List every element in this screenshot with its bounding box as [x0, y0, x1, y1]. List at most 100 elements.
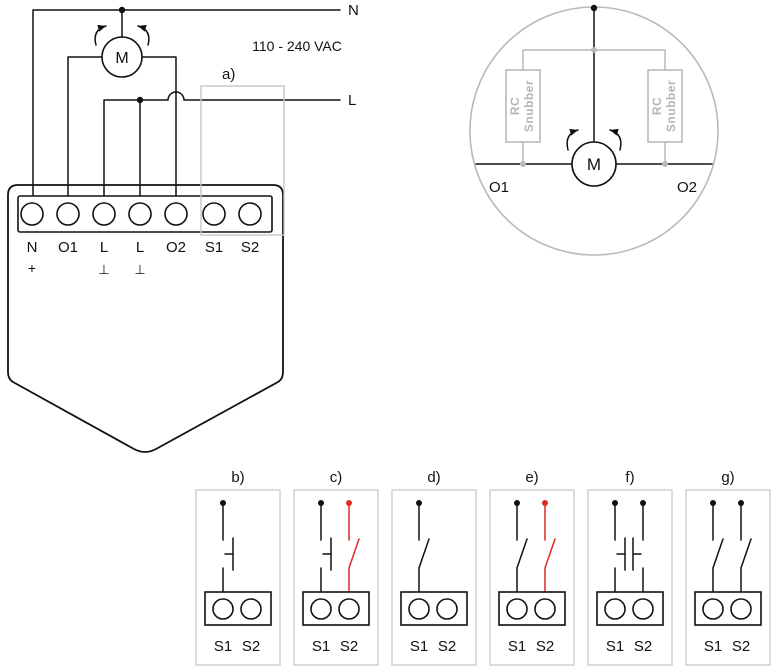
panel-label: b) [231, 469, 244, 486]
panel-frame [293, 489, 379, 666]
panel-label: e) [525, 469, 538, 486]
panel-label: d) [427, 469, 440, 486]
momentary-switch-symbol [616, 537, 626, 571]
switch-panel-c: c) S1 S2 [293, 469, 379, 666]
momentary-switch-symbol [322, 537, 332, 571]
terminal-s2 [338, 598, 360, 620]
snubber-left-connector [522, 49, 594, 164]
terminal-label-l2: L [136, 239, 144, 256]
s1-label: S1 [704, 638, 722, 655]
red-toggle-switch-symbol [348, 538, 360, 569]
rc-snubber-left-box [505, 69, 541, 143]
snubber-right-connector [594, 49, 666, 164]
terminal-s2 [534, 598, 556, 620]
terminal-s2 [632, 598, 654, 620]
snubber-common-dot [591, 47, 597, 53]
momentary-switch-symbol-2 [632, 537, 642, 571]
toggle-switch-symbol [712, 538, 724, 569]
terminal-s1 [212, 598, 234, 620]
switch-panel-b: b) S1 S2 [195, 469, 281, 666]
terminal-o1 [56, 202, 80, 226]
earth-symbol-1: ⊥ [98, 262, 109, 277]
s2-label: S2 [732, 638, 750, 655]
s1-label: S1 [410, 638, 428, 655]
terminal-s1 [506, 598, 528, 620]
rc-label: RC [650, 97, 664, 115]
s2-label: S2 [340, 638, 358, 655]
earth-symbol-2: ⊥ [134, 262, 145, 277]
motor-o2-wire [141, 56, 177, 197]
terminal-s2 [730, 598, 752, 620]
s1-label: S1 [508, 638, 526, 655]
terminal-l1 [92, 202, 116, 226]
terminal-s1 [310, 598, 332, 620]
panel-label: c) [330, 469, 343, 486]
motor-o1-wire [67, 56, 103, 197]
rotation-arrow-right-head [138, 24, 147, 32]
terminal-label-o1: O1 [58, 239, 78, 256]
motor-label: M [115, 50, 128, 67]
rc-label: RC [508, 97, 522, 115]
panel-frame [391, 489, 477, 666]
panel-frame [587, 489, 673, 666]
live-junction-dot [136, 96, 144, 104]
s2-label: S2 [634, 638, 652, 655]
switch-panel-g: g) S1 S2 [685, 469, 771, 666]
s2-label: S2 [438, 638, 456, 655]
terminal-label-n: N [27, 239, 38, 256]
detail-o2-label: O2 [677, 179, 697, 196]
s1-label: S1 [606, 638, 624, 655]
terminal-label-o2: O2 [166, 239, 186, 256]
s1-label: S1 [312, 638, 330, 655]
snubber-label: Snubber [664, 80, 678, 132]
detail-motor-symbol [571, 141, 617, 187]
snubber-left-dot [520, 161, 526, 167]
detail-rotation-arrow-left-head [569, 128, 578, 136]
detail-motor-label: M [587, 155, 601, 174]
terminal-s2 [238, 202, 262, 226]
panel-frame [685, 489, 771, 666]
rc-snubber-left-text: RC Snubber [508, 80, 536, 132]
toggle-switch-symbol [516, 538, 528, 569]
terminal-label-s2: S2 [241, 239, 259, 256]
section-a-label: a) [222, 66, 235, 83]
detail-top-dot [590, 4, 598, 12]
snubber-label: Snubber [522, 80, 536, 132]
rc-snubber-right-text: RC Snubber [650, 80, 678, 132]
motor-symbol [101, 36, 143, 78]
panel-frame [489, 489, 575, 666]
device-outline [7, 184, 284, 453]
terminal-s2 [436, 598, 458, 620]
snubber-right-dot [662, 161, 668, 167]
main-wiring-diagram: N M 110 - 240 VAC L a) N O1 L [7, 2, 359, 453]
motor-detail-diagram: RC Snubber RC Snubber M O1 O2 [469, 4, 719, 256]
rotation-arrow-left-head [97, 24, 106, 32]
terminal-s1 [408, 598, 430, 620]
panel-label: g) [721, 469, 734, 486]
toggle-switch-symbol-2 [740, 538, 752, 569]
terminal-n [20, 202, 44, 226]
switch-panel-d: d) S1 S2 [391, 469, 477, 666]
section-a-outline [200, 85, 285, 236]
terminal-s2 [240, 598, 262, 620]
toggle-switch-symbol [418, 538, 430, 569]
panel-frame [195, 489, 281, 666]
terminal-o2 [164, 202, 188, 226]
neutral-label: N [348, 2, 359, 19]
detail-rotation-arrow-right-head [610, 128, 619, 136]
neutral-symbol: + [28, 260, 36, 276]
neutral-line [32, 9, 341, 197]
live-line [103, 91, 341, 197]
s2-label: S2 [536, 638, 554, 655]
s2-label: S2 [242, 638, 260, 655]
voltage-label: 110 - 240 VAC [252, 38, 342, 54]
panel-label: f) [625, 469, 634, 486]
terminal-l2 [128, 202, 152, 226]
momentary-switch-symbol [224, 537, 234, 571]
switch-panel-f: f) S1 S2 [587, 469, 673, 666]
detail-o1-label: O1 [489, 179, 509, 196]
terminal-label-s1: S1 [205, 239, 223, 256]
switch-panel-e: e) S1 S2 [489, 469, 575, 666]
